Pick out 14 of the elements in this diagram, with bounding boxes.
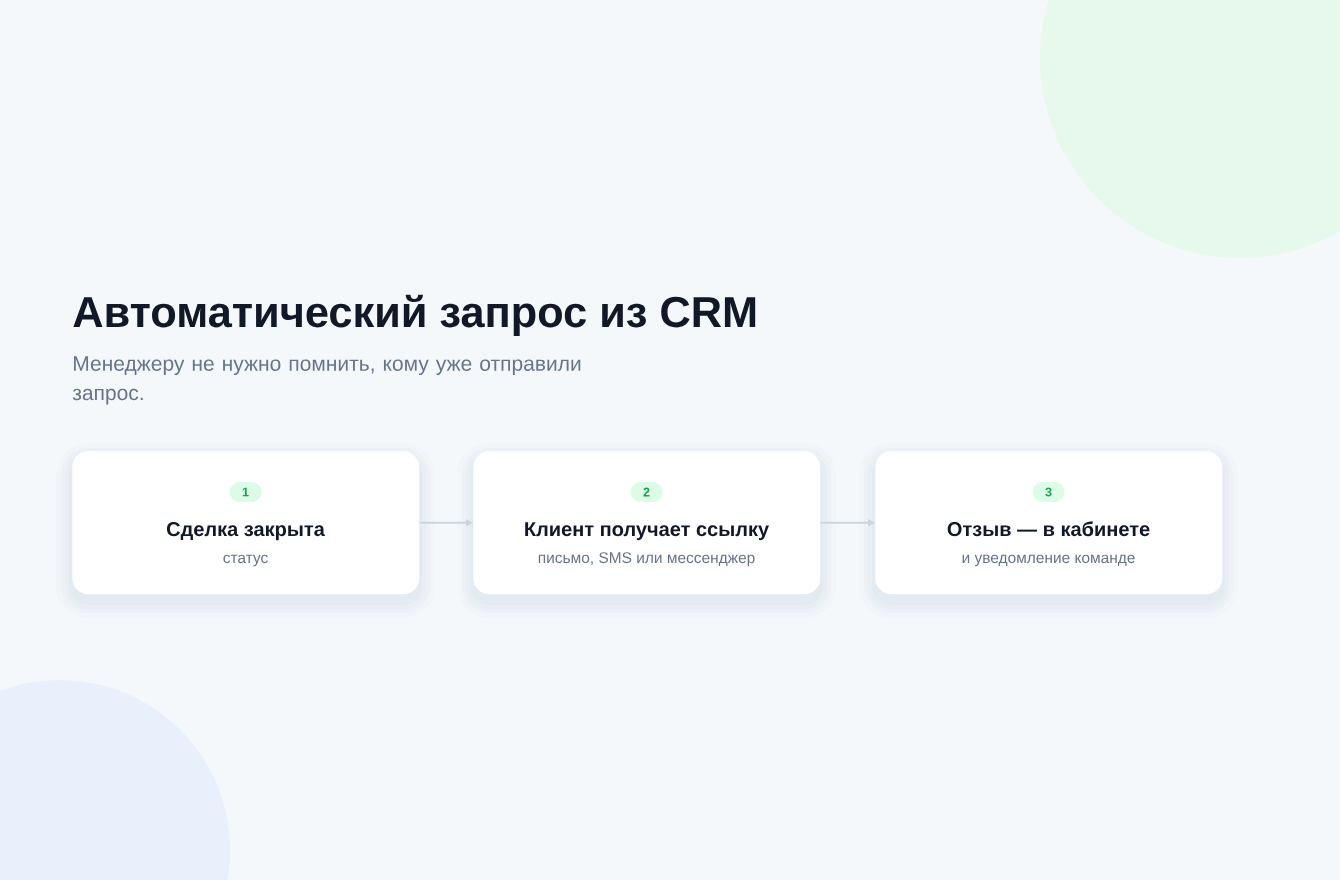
- step-description: письмо, SMS или мессенджер: [538, 552, 755, 567]
- step-card: [875, 451, 1223, 595]
- step-description: и уведомление команде: [962, 554, 1135, 567]
- step-title: Отзыв — в кабинете: [947, 521, 1150, 537]
- subtitle: Менеджеру не нужно помнить, кому уже отправили запрос.: [72, 356, 581, 405]
- step-number-badge: 2: [630, 482, 663, 502]
- step-title: Сделка закрыта: [167, 522, 325, 541]
- step-card: [72, 451, 420, 595]
- title: Автоматический запрос из CRM: [73, 294, 756, 336]
- step-number-badge: 1: [229, 482, 262, 502]
- step-card: [473, 451, 821, 595]
- step-title: Клиент получает ссылку: [525, 522, 769, 541]
- step-number-badge: 3: [1032, 482, 1065, 502]
- step-description: статус: [223, 554, 268, 567]
